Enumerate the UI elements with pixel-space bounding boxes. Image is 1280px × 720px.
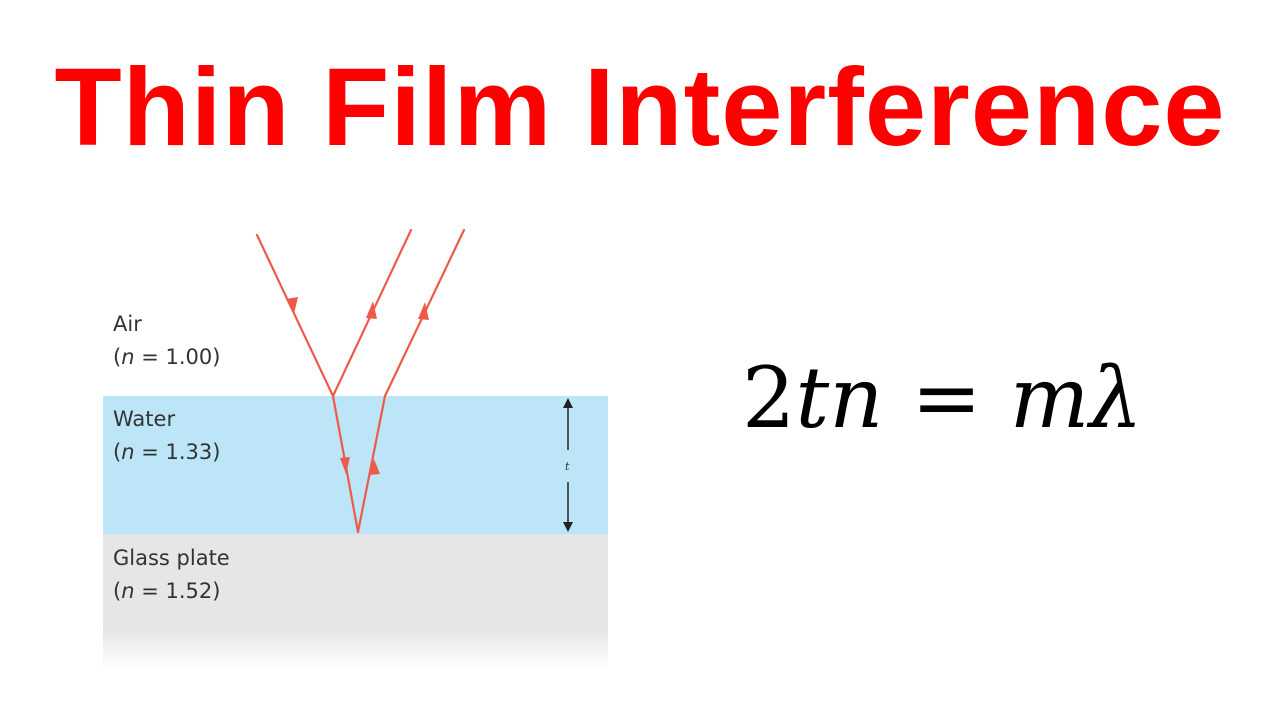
ray-arrowheads bbox=[286, 297, 429, 475]
reflected-ray-bottom bbox=[356, 394, 387, 534]
incident-ray bbox=[255, 233, 335, 398]
equation-operator: = bbox=[911, 349, 982, 447]
interference-equation: 2tn = mλ bbox=[742, 348, 1182, 448]
water-label: Water bbox=[113, 407, 175, 431]
equation-coefficient: 2 bbox=[742, 349, 796, 447]
arrow-icon bbox=[418, 302, 429, 320]
thickness-label: t bbox=[565, 460, 570, 473]
page-title: Thin Film Interference bbox=[54, 46, 1226, 169]
arrow-icon bbox=[369, 459, 380, 475]
equation-rhs: mλ bbox=[1009, 349, 1143, 447]
air-index: (n = 1.00) bbox=[113, 345, 220, 369]
water-layer bbox=[103, 396, 608, 534]
equation-lhs-variables: tn bbox=[795, 349, 884, 447]
glass-index: (n = 1.52) bbox=[113, 579, 220, 603]
water-index: (n = 1.33) bbox=[113, 440, 220, 464]
arrow-icon bbox=[366, 301, 377, 319]
arrow-icon bbox=[340, 457, 350, 474]
glass-label: Glass plate bbox=[113, 546, 230, 570]
air-label: Air bbox=[113, 312, 142, 336]
glass-layer bbox=[103, 534, 608, 670]
double-arrow-icon bbox=[563, 398, 573, 532]
arrow-icon bbox=[286, 297, 298, 314]
